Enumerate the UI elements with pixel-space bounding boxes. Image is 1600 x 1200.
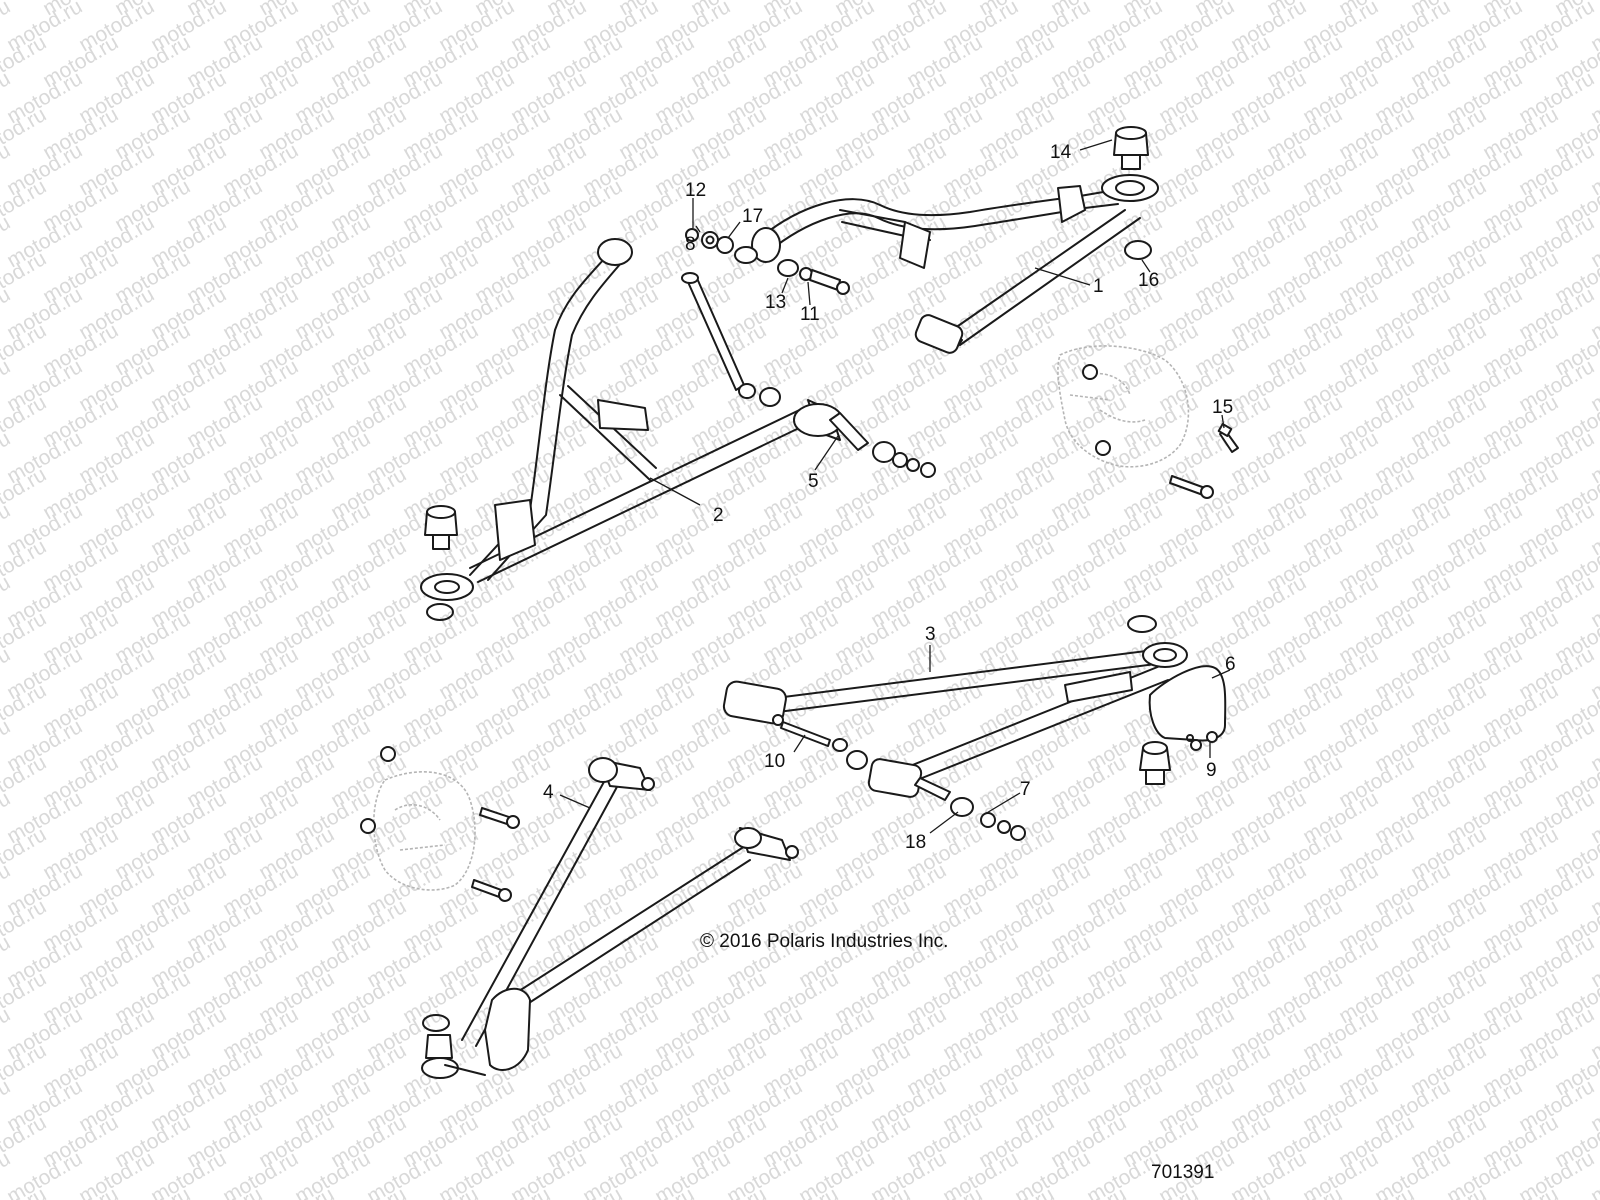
- callout-14: 14: [1050, 142, 1072, 163]
- callout-3: 3: [925, 624, 936, 645]
- callout-4: 4: [543, 782, 554, 803]
- callout-13: 13: [765, 292, 786, 313]
- callout-1: 1: [1093, 276, 1104, 297]
- callout-17: 17: [742, 206, 763, 227]
- callout-7: 7: [1020, 779, 1031, 800]
- snap-ring-upper-right: [1127, 615, 1157, 633]
- callout-9: 9: [1206, 760, 1217, 781]
- copyright-notice: © 2016 Polaris Industries Inc.: [700, 931, 948, 952]
- callout-2: 2: [713, 505, 724, 526]
- callout-8: 8: [685, 234, 696, 255]
- callout-15: 15: [1212, 397, 1233, 418]
- callout-18: 18: [905, 832, 926, 853]
- callout-5: 5: [808, 471, 819, 492]
- callout-10: 10: [764, 751, 785, 772]
- callout-6: 6: [1225, 654, 1236, 675]
- callout-11: 11: [800, 304, 820, 325]
- callout-12: 12: [685, 180, 706, 201]
- document-number: 701391: [1151, 1162, 1214, 1183]
- callout-16: 16: [1138, 270, 1159, 291]
